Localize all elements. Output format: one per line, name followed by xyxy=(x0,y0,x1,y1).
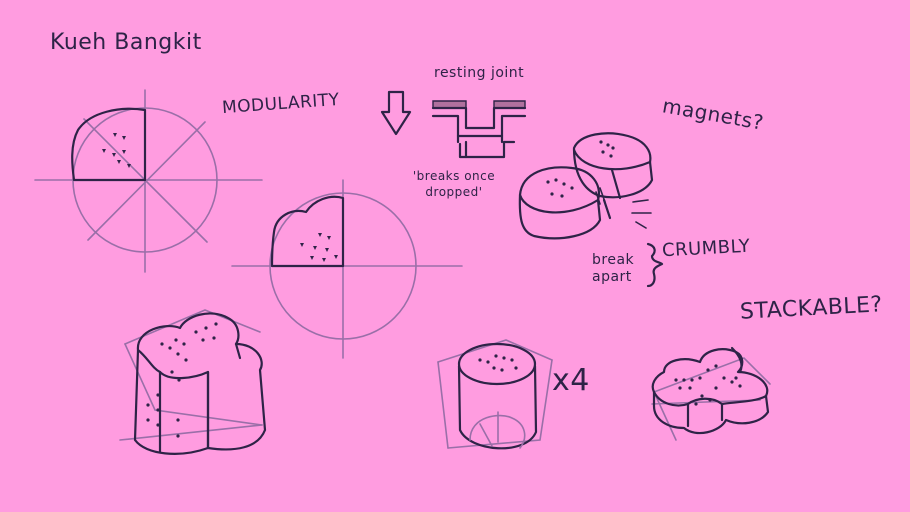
cookie-wedge-shape xyxy=(71,107,147,182)
down-arrow-icon xyxy=(380,90,412,136)
resting-joint-label: resting joint xyxy=(434,65,525,81)
cylinder-dots xyxy=(478,354,518,372)
pie-diagram-quarters xyxy=(231,179,463,359)
cookie-quarter-shape xyxy=(270,195,345,268)
split-cookie-drawing xyxy=(518,132,654,240)
resting-joint-diagram xyxy=(431,100,527,159)
pie-diagram-eighths xyxy=(34,89,263,273)
split-cookie-dots xyxy=(546,140,615,198)
crumbly-label: CRUMBLY xyxy=(661,235,751,262)
flower-prism-drawing xyxy=(119,309,267,455)
stackable-dots xyxy=(674,364,742,406)
flower-prism-dots xyxy=(146,322,218,438)
quarter-dots xyxy=(300,233,338,262)
times-four-label: x4 xyxy=(552,363,590,398)
sketch-title: Kueh Bangkit xyxy=(50,30,202,55)
stackable-flower-drawing xyxy=(651,346,771,441)
curly-brace xyxy=(646,242,664,288)
cylinder-drawing xyxy=(437,339,553,450)
break-apart-label: break apart xyxy=(592,252,635,285)
wedge-dots xyxy=(102,133,131,168)
breaks-once-dropped-label: 'breaks once dropped' xyxy=(412,169,496,200)
